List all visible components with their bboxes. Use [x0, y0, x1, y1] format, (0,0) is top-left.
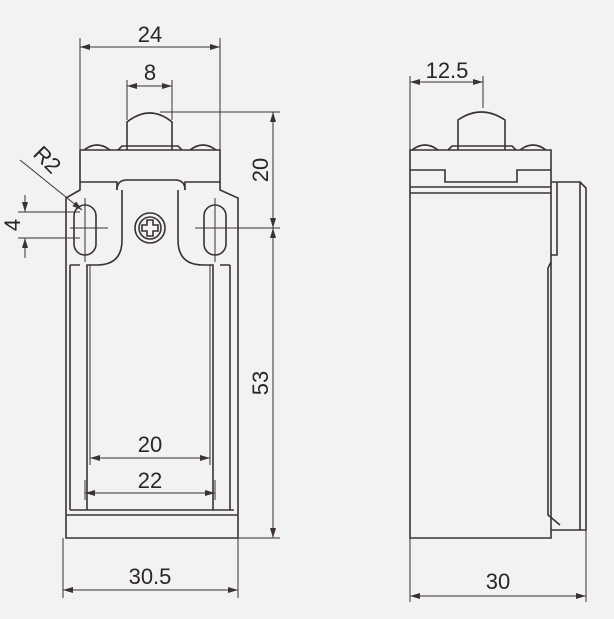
front-view: 24 8 20 53 4 R2 20 22 30.5 — [0, 22, 280, 598]
dim-r2: R2 — [29, 141, 67, 179]
dim-30: 30 — [486, 569, 510, 594]
dim-22: 22 — [138, 468, 162, 493]
screw-icon — [134, 212, 166, 244]
dim-8: 8 — [144, 60, 156, 85]
side-view: 12.5 30 — [409, 58, 587, 602]
dim-24: 24 — [138, 22, 162, 47]
dim-12-5: 12.5 — [426, 58, 469, 83]
dim-53: 53 — [248, 371, 273, 395]
dim-4: 4 — [0, 219, 25, 231]
dim-20-vertical: 20 — [248, 158, 273, 182]
dim-30-5: 30.5 — [129, 564, 172, 589]
dim-20-inner: 20 — [138, 432, 162, 457]
